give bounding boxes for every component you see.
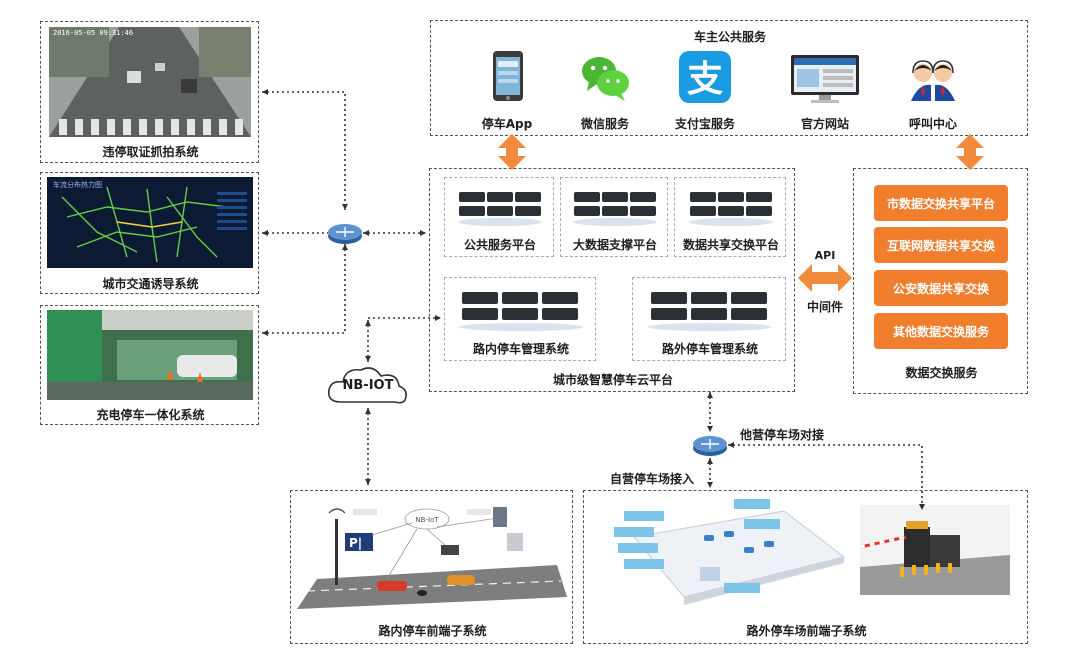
wechat-icon[interactable] [577, 49, 633, 105]
onstreet-scene: P| NB-IoT [297, 507, 567, 609]
barrier-gate-illustration [860, 505, 1010, 595]
nbiot-cloud-icon [327, 367, 407, 404]
onstreet-frontend-label: 路内停车前端子系统 [378, 624, 487, 638]
enforcement-label: 违停取证抓拍系统 [102, 145, 199, 159]
double-arrow-middleware [798, 264, 852, 292]
server-rack-icon [689, 192, 773, 226]
double-arrow-services-cloud [498, 134, 526, 170]
offstreet-management: 路外停车管理系统 [632, 277, 786, 361]
traffic-guidance-panel: 车流分布热力图 城市交通诱导系统 [40, 172, 259, 294]
onstreet-management-label: 路内停车管理系统 [472, 342, 569, 356]
enforcement-panel: 2016-05-05 09:31:46 违停取证抓拍系统 [40, 21, 259, 163]
pole-sign-text: P| [349, 536, 362, 550]
self-parking-label: 自营停车场接入 [610, 472, 695, 486]
service-label-website: 官方网站 [800, 117, 849, 131]
cloud-platform-panel: 公共服务平台 大数据支撑平台 数据共享交换平台 路内停车管理系统 路外停 [429, 168, 795, 392]
exchange-button-internet[interactable]: 互联网数据共享交换 [874, 227, 1008, 263]
external-parking-label: 他营停车场对接 [740, 428, 825, 442]
nbiot-label: NB-IOT [342, 378, 394, 393]
traffic-guidance-label: 城市交通诱导系统 [102, 277, 199, 291]
onstreet-management: 路内停车管理系统 [444, 277, 596, 361]
alipay-icon[interactable]: 支 [677, 49, 733, 105]
api-label: API [814, 249, 836, 262]
offstreet-frontend-panel: 路外停车场前端子系统 [583, 490, 1028, 644]
exchange-button-city[interactable]: 市数据交换共享平台 [874, 185, 1008, 221]
platform-label-public: 公共服务平台 [463, 238, 536, 252]
service-label-app: 停车App [481, 117, 533, 131]
offstreet-frontend-label: 路外停车场前端子系统 [746, 624, 867, 638]
server-rack-icon [458, 192, 542, 226]
double-arrow-services-exchange [956, 134, 984, 170]
call-center-icon[interactable] [905, 49, 961, 105]
server-rack-icon [573, 192, 657, 226]
nbiot-cloud-label: NB-IoT [415, 516, 439, 524]
offstreet-management-label: 路外停车管理系统 [661, 342, 758, 356]
service-label-callcenter: 呼叫中心 [908, 117, 957, 131]
data-exchange-panel: 市数据交换共享平台 互联网数据共享交换 公安数据共享交换 其他数据交换服务 数据… [853, 168, 1028, 394]
server-cluster-icon [459, 292, 583, 331]
parking-app-icon[interactable] [479, 49, 535, 105]
exchange-button-other[interactable]: 其他数据交换服务 [874, 313, 1008, 349]
parking-lot-illustration [614, 499, 844, 605]
service-label-alipay: 支付宝服务 [674, 117, 735, 131]
platform-data-sharing: 数据共享交换平台 [674, 177, 786, 257]
cloud-platform-title: 城市级智慧停车云平台 [552, 373, 673, 387]
overlay-stamp: 2016-05-05 09:31:46 [53, 29, 134, 37]
exchange-button-police[interactable]: 公安数据共享交换 [874, 270, 1008, 306]
public-services-title: 车主公共服务 [693, 30, 766, 44]
service-label-wechat: 微信服务 [580, 117, 629, 131]
svg-text:支: 支 [687, 59, 723, 100]
charging-photo [47, 310, 253, 400]
charging-panel: 充电停车一体化系统 [40, 305, 259, 425]
middleware-label: 中间件 [806, 300, 843, 314]
platform-public-service: 公共服务平台 [444, 177, 554, 257]
router-icon-hub [328, 224, 362, 244]
public-services-panel: 车主公共服务 停车App 微信服务 支 支付宝服务 [430, 20, 1028, 136]
router-icon-parking [693, 436, 727, 456]
data-exchange-title: 数据交换服务 [905, 366, 978, 380]
enforcement-photo: 2016-05-05 09:31:46 [49, 27, 251, 137]
traffic-heatmap: 车流分布热力图 [47, 177, 253, 268]
onstreet-frontend-panel: P| NB-IoT 路内停车前端子系统 [290, 490, 573, 644]
charging-label: 充电停车一体化系统 [96, 408, 205, 422]
traffic-map-caption: 车流分布热力图 [53, 181, 102, 189]
platform-label-bigdata: 大数据支撑平台 [572, 238, 657, 252]
platform-label-datasharing: 数据共享交换平台 [682, 238, 779, 252]
server-cluster-icon [648, 292, 772, 331]
website-monitor-icon[interactable] [787, 49, 863, 105]
platform-big-data: 大数据支撑平台 [560, 177, 668, 257]
